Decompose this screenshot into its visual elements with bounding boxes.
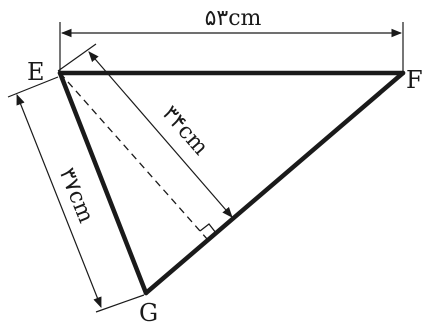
vertex-label-e: E	[27, 58, 45, 86]
altitude-extension-bottom	[207, 211, 241, 241]
eg-extension-bottom	[95, 294, 145, 313]
eg-dimension-line	[16, 93, 102, 309]
right-angle-marker	[199, 223, 217, 234]
vertex-label-f: F	[406, 66, 423, 94]
altitude-length-label: ۳۴cm	[157, 101, 213, 160]
altitude-extension-top	[57, 43, 97, 72]
eg-length-label: ۳۷cm	[54, 165, 99, 227]
side-fg	[143, 70, 406, 296]
ef-length-label: ۵۳cm	[205, 6, 262, 31]
vertex-label-g: G	[139, 299, 158, 324]
altitude-dimension-line	[88, 51, 233, 218]
eg-extension-top	[7, 76, 59, 98]
